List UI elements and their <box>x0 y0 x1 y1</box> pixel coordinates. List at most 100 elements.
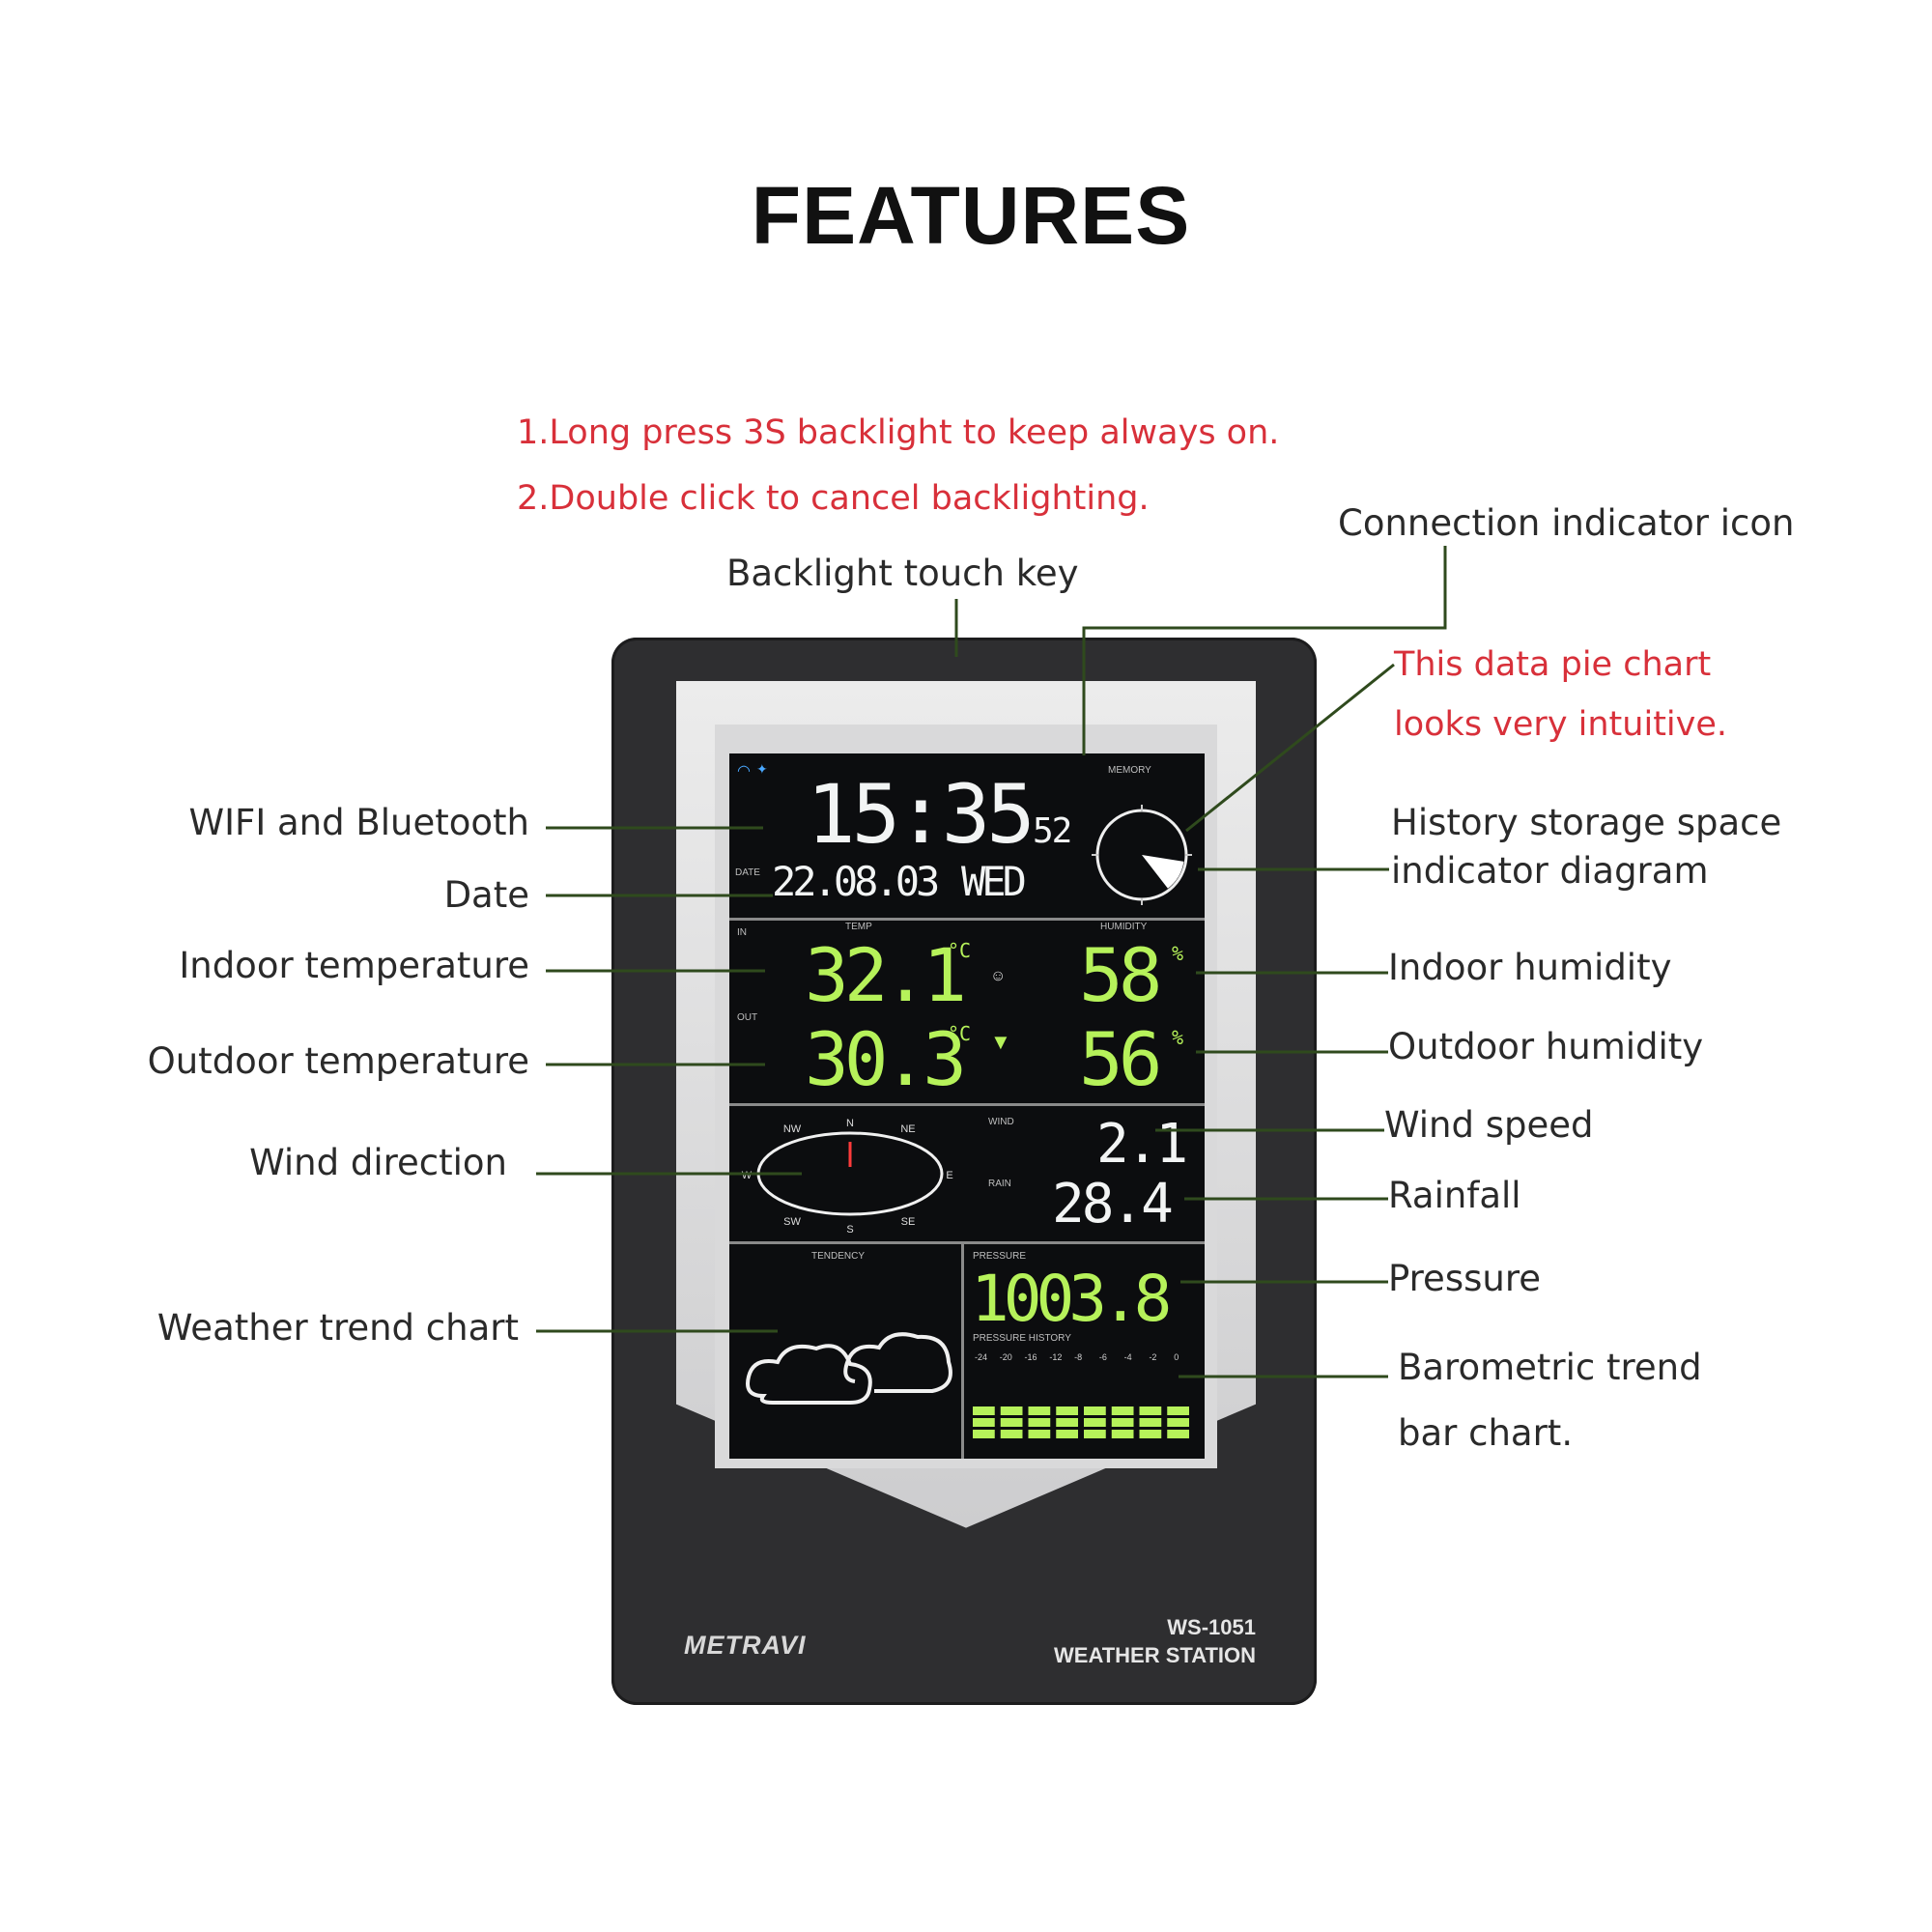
outdoor-temp-unit: °C <box>948 1022 972 1045</box>
pressure-history-bar <box>1056 1430 1078 1438</box>
pressure-history-bar <box>973 1430 995 1438</box>
model-number: WS-1051 <box>1167 1615 1256 1639</box>
pressure-history-bar <box>1084 1430 1106 1438</box>
pressure-history-bar <box>1111 1418 1134 1427</box>
pressure-history-bar <box>1111 1406 1134 1415</box>
wind-speed-display: 2.1 <box>1096 1113 1188 1176</box>
pressure-history-bar <box>973 1406 995 1415</box>
label-connection-icon: Connection indicator icon <box>1338 502 1795 544</box>
backlight-note-2: 2.Double click to cancel backlighting. <box>517 479 1150 518</box>
date-display: 22.08.03 <box>772 858 940 905</box>
cloud-icon <box>746 1332 952 1405</box>
tendency-label: TENDENCY <box>811 1251 866 1262</box>
brand-logo: METRAVI <box>684 1631 807 1660</box>
label-wind-speed: Wind speed <box>1384 1104 1594 1146</box>
pressure-history-bar <box>1084 1418 1106 1427</box>
pressure-history-bar <box>1084 1406 1106 1415</box>
pressure-history-bar <box>1139 1406 1162 1415</box>
pressure-history-bar <box>1167 1406 1189 1415</box>
page-title: FEATURES <box>751 170 1191 261</box>
pressure-history-label: PRESSURE HISTORY <box>973 1333 1071 1344</box>
label-wind-direction: Wind direction <box>249 1142 507 1183</box>
pressure-history-hour: -6 <box>1099 1352 1107 1362</box>
pressure-history-bar <box>1139 1418 1162 1427</box>
in-label: IN <box>737 927 747 938</box>
label-weather-trend: Weather trend chart <box>156 1307 519 1349</box>
pressure-history-hour: 0 <box>1174 1352 1179 1362</box>
compass-label-se: SE <box>901 1216 916 1228</box>
pressure-history-bar <box>1000 1418 1023 1427</box>
model-subtitle: WEATHER STATION <box>1054 1643 1256 1667</box>
compass-label-s: S <box>846 1224 853 1236</box>
pie-note-2: looks very intuitive. <box>1394 705 1728 744</box>
label-indoor-temperature: Indoor temperature <box>179 945 529 986</box>
pressure-history-bar <box>1167 1418 1189 1427</box>
memory-used-slice <box>1142 855 1184 889</box>
outdoor-temp-display: 30.3 <box>805 1016 967 1102</box>
pressure-history-bar <box>1028 1406 1051 1415</box>
wifi-icon: ◠ <box>737 763 751 780</box>
label-history-storage-2: indicator diagram <box>1391 850 1709 892</box>
time-display: 15:35 <box>807 767 1036 862</box>
compass-label-sw: SW <box>783 1216 801 1228</box>
date-label: DATE <box>735 867 760 878</box>
pressure-history-hour: -12 <box>1049 1352 1062 1362</box>
label-indoor-humidity: Indoor humidity <box>1388 947 1672 988</box>
pressure-history-bar <box>1167 1430 1189 1438</box>
label-backlight-key: Backlight touch key <box>726 553 1079 594</box>
wind-label: WIND <box>988 1117 1014 1127</box>
outdoor-humidity-display: 56 <box>1079 1016 1162 1102</box>
pressure-history-bar <box>1028 1418 1051 1427</box>
rainfall-display: 28.4 <box>1052 1173 1174 1236</box>
label-wifi-bluetooth: WIFI and Bluetooth <box>188 802 529 843</box>
outdoor-sensor-icon: ▼ <box>990 1030 1011 1054</box>
rain-label: RAIN <box>988 1179 1011 1189</box>
memory-label: MEMORY <box>1108 765 1151 776</box>
backlight-note-1: 1.Long press 3S backlight to keep always… <box>517 413 1280 452</box>
compass-label-n: N <box>846 1118 854 1129</box>
temp-label: TEMP <box>845 922 872 932</box>
out-label: OUT <box>737 1012 758 1023</box>
label-outdoor-humidity: Outdoor humidity <box>1388 1026 1704 1067</box>
compass-label-ne: NE <box>900 1123 915 1135</box>
pressure-history-bar <box>973 1418 995 1427</box>
indoor-comfort-icon: ☺ <box>990 968 1007 984</box>
label-history-storage-1: History storage space <box>1391 802 1782 843</box>
label-barometric-trend-2: bar chart. <box>1398 1412 1574 1454</box>
memory-pie-chart <box>1092 805 1192 905</box>
pressure-history-hour: -8 <box>1074 1352 1082 1362</box>
seconds-display: 52 <box>1033 811 1072 851</box>
compass-label-e: E <box>946 1170 952 1181</box>
indoor-temp-display: 32.1 <box>805 932 967 1018</box>
pressure-history-hour: -2 <box>1149 1352 1156 1362</box>
outdoor-humidity-unit: % <box>1172 1026 1184 1049</box>
indoor-humidity-display: 58 <box>1079 932 1162 1018</box>
pressure-history-bar <box>1139 1430 1162 1438</box>
pressure-history-bar <box>1000 1406 1023 1415</box>
label-outdoor-temperature: Outdoor temperature <box>147 1040 529 1082</box>
model-label: WS-1051 WEATHER STATION <box>1043 1613 1256 1669</box>
wind-compass: N NE E SE S SW W NW <box>742 1118 953 1236</box>
label-pressure: Pressure <box>1388 1258 1541 1299</box>
pie-note-1: This data pie chart <box>1394 645 1712 684</box>
label-barometric-trend-1: Barometric trend <box>1398 1347 1702 1388</box>
pressure-history-hour: -24 <box>975 1352 987 1362</box>
compass-label-nw: NW <box>783 1123 802 1135</box>
pressure-history-bar <box>1111 1430 1134 1438</box>
bluetooth-icon: ✦ <box>756 761 768 777</box>
lcd-screen[interactable]: ◠ ✦ MEMORY 15:35 52 DATE 22.08.03 WED IN… <box>729 753 1205 1459</box>
weekday-display: WED <box>961 858 1027 905</box>
pressure-history-hour: -20 <box>1000 1352 1012 1362</box>
indoor-humidity-unit: % <box>1172 942 1184 965</box>
pressure-label: PRESSURE <box>973 1251 1027 1262</box>
pressure-history-hour: -16 <box>1025 1352 1037 1362</box>
pressure-history-bar <box>1056 1406 1078 1415</box>
pressure-history-hour: -4 <box>1124 1352 1132 1362</box>
label-rainfall: Rainfall <box>1388 1175 1521 1216</box>
humidity-label: HUMIDITY <box>1100 922 1148 932</box>
label-date: Date <box>443 874 529 916</box>
compass-label-w: W <box>742 1170 753 1181</box>
pressure-history-bar <box>1056 1418 1078 1427</box>
pressure-display: 1003.8 <box>971 1262 1172 1336</box>
